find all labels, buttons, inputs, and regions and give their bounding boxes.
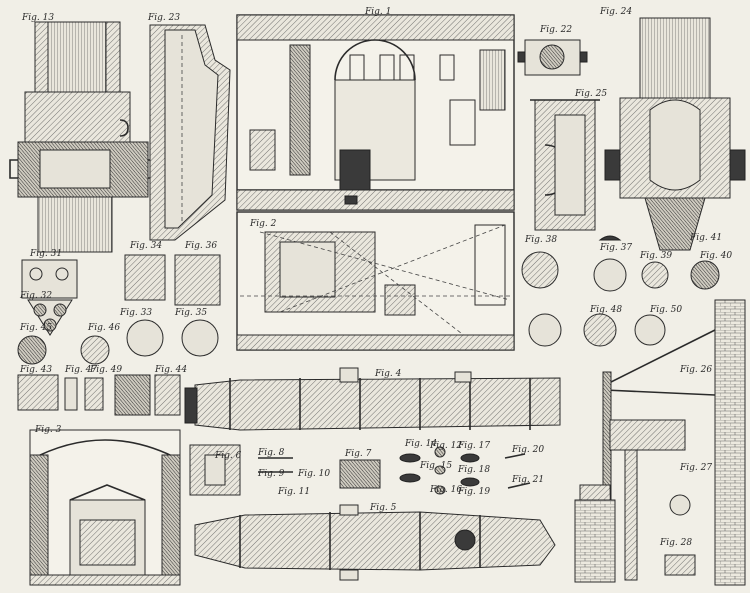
- label-fig-28: Fig. 28: [659, 538, 692, 548]
- label-fig-17: Fig. 17: [457, 441, 490, 451]
- label-fig-38: Fig. 38: [524, 235, 557, 245]
- label-fig-8: Fig. 8: [257, 448, 285, 458]
- label-fig-21: Fig. 21: [511, 475, 544, 485]
- label-fig-34: Fig. 34: [129, 241, 162, 251]
- label-fig-2: Fig. 2: [249, 219, 277, 229]
- label-fig-20: Fig. 20: [511, 445, 544, 455]
- label-fig-23: Fig. 23: [147, 13, 180, 23]
- small-parts-center: [189, 444, 531, 496]
- label-fig-26: Fig. 26: [679, 365, 712, 375]
- label-fig-3: Fig. 3: [34, 425, 62, 435]
- label-fig-36: Fig. 36: [184, 241, 217, 251]
- fig-25-valve: [530, 99, 600, 231]
- label-fig-24: Fig. 24: [599, 7, 632, 17]
- label-fig-7: Fig. 7: [344, 449, 372, 459]
- label-fig-4: Fig. 4: [374, 369, 402, 379]
- label-fig-14: Fig. 14: [404, 439, 437, 449]
- fig-24-furnace-column: [604, 17, 746, 251]
- label-fig-27: Fig. 27: [679, 463, 712, 473]
- label-fig-32: Fig. 32: [19, 291, 52, 301]
- fig-13-furnace-column: [9, 21, 157, 253]
- small-fittings-right: [521, 235, 720, 347]
- label-fig-11: Fig. 11: [277, 487, 310, 497]
- fig-22-fitting: [517, 39, 588, 76]
- label-fig-9: Fig. 9: [257, 469, 285, 479]
- label-fig-19: Fig. 19: [457, 487, 490, 497]
- fig-23-section: [149, 24, 231, 241]
- figure-labels: Fig. 13 Fig. 23 Fig. 1 Fig. 22 Fig. 24 F…: [19, 7, 732, 548]
- label-fig-31: Fig. 31: [29, 249, 62, 259]
- small-parts-row: [17, 374, 181, 416]
- label-fig-22: Fig. 22: [539, 25, 572, 35]
- label-fig-33: Fig. 33: [119, 308, 152, 318]
- label-fig-49: Fig. 49: [89, 365, 122, 375]
- label-fig-25: Fig. 25: [574, 89, 607, 99]
- label-fig-44: Fig. 44: [154, 365, 187, 375]
- label-fig-1: Fig. 1: [364, 7, 391, 17]
- fig-26-crane: [574, 299, 746, 586]
- label-fig-35: Fig. 35: [174, 308, 207, 318]
- label-fig-37: Fig. 37: [599, 243, 632, 253]
- fig-4-cylinder: [184, 367, 561, 431]
- label-fig-41: Fig. 41: [689, 233, 722, 243]
- label-fig-50: Fig. 50: [649, 305, 682, 315]
- label-fig-43: Fig. 43: [19, 365, 52, 375]
- small-fittings-left: [17, 254, 221, 365]
- label-fig-12: Fig. 12: [429, 441, 462, 451]
- fig-3-arched-building: [29, 429, 181, 586]
- label-fig-16: Fig. 16: [429, 485, 462, 495]
- label-fig-13: Fig. 13: [21, 13, 54, 23]
- label-fig-46: Fig. 46: [87, 323, 120, 333]
- label-fig-6: Fig. 6: [214, 451, 242, 461]
- label-fig-45: Fig. 45: [19, 323, 52, 333]
- label-fig-10: Fig. 10: [297, 469, 330, 479]
- label-fig-40: Fig. 40: [699, 251, 732, 261]
- label-fig-48: Fig. 48: [589, 305, 622, 315]
- label-fig-5: Fig. 5: [369, 503, 397, 513]
- label-fig-39: Fig. 39: [639, 251, 672, 261]
- fig-5-cylinder: [194, 504, 556, 581]
- label-fig-15: Fig. 15: [419, 461, 452, 471]
- label-fig-47: Fig. 47: [64, 365, 97, 375]
- label-fig-18: Fig. 18: [457, 465, 490, 475]
- fig-1-building-elevation: [236, 14, 515, 211]
- fig-2-floor-plan: [236, 211, 515, 351]
